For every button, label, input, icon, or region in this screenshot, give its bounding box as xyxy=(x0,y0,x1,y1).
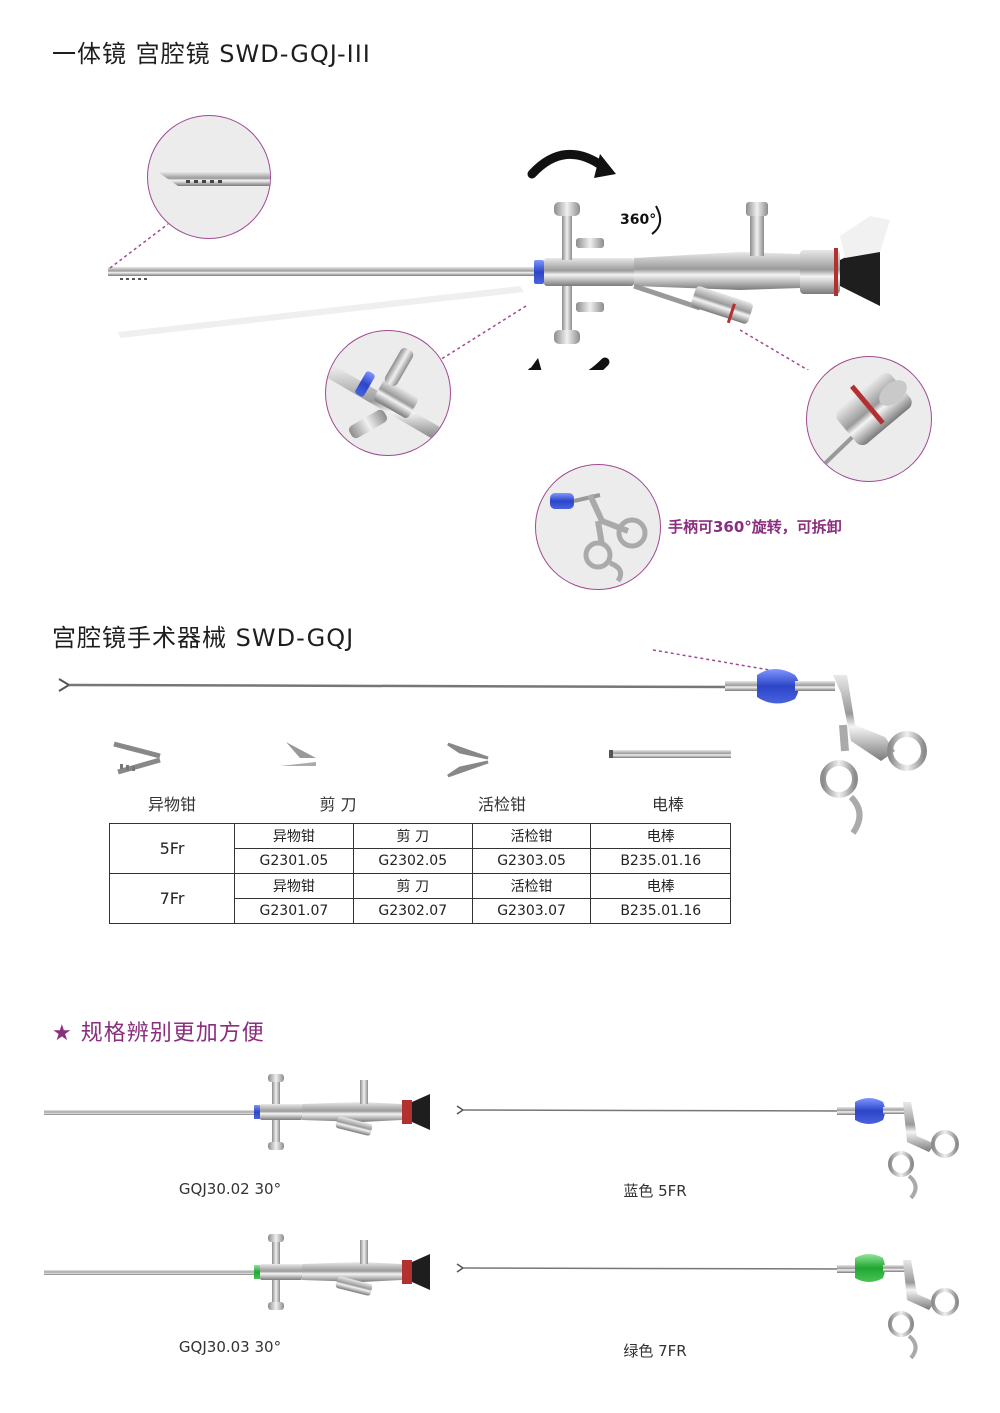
name-cell: 剪 刀 xyxy=(352,873,473,899)
handle-note: 手柄可360°旋转，可拆卸 xyxy=(668,518,842,536)
caption-scope-gqj3003: GQJ30.03 30° xyxy=(178,1338,282,1356)
instrument-small-green xyxy=(456,1254,959,1360)
code-cell: B235.01.16 xyxy=(590,898,731,924)
detail-circle-light-port xyxy=(806,356,932,482)
biopsy-forceps-tip xyxy=(447,742,566,778)
detail-circle-tip xyxy=(147,115,271,239)
detail-circle-valve xyxy=(325,330,451,456)
caption-blue-5fr: 蓝色 5FR xyxy=(623,1182,687,1200)
electrode-rod-tip xyxy=(609,750,731,758)
name-cell: 活检钳 xyxy=(471,873,592,899)
code-cell: G2303.07 xyxy=(471,898,592,924)
rotation-label: 360° xyxy=(620,212,657,228)
instrument-small-blue xyxy=(456,1098,959,1200)
caption-green-7fr: 绿色 7FR xyxy=(623,1342,687,1360)
scope-small-blue xyxy=(44,1074,430,1150)
name-cell: 电棒 xyxy=(590,823,731,849)
tool-label-biopsy-forceps: 活检钳 xyxy=(477,795,526,814)
name-cell: 活检钳 xyxy=(471,823,592,849)
code-cell: G2301.07 xyxy=(234,898,354,924)
hysteroscope-illustration xyxy=(108,150,890,370)
section-title-scope: 一体镜 宫腔镜 SWD-GQJ-III xyxy=(52,40,371,68)
table-row: G2301.07 G2302.07 G2303.07 B235.01.16 xyxy=(110,898,731,924)
code-cell: G2302.05 xyxy=(352,848,473,874)
detail-circle-handle xyxy=(535,464,661,590)
size-cell: 7Fr xyxy=(109,873,235,924)
scissors-tip xyxy=(280,742,398,766)
size-cell: 5Fr xyxy=(109,823,235,874)
instrument-illustration xyxy=(58,649,927,835)
caption-scope-gqj3002: GQJ30.02 30° xyxy=(178,1180,282,1198)
spec-table: 5Fr 异物钳 剪 刀 活检钳 电棒 G2301.05 G2302.05 G23… xyxy=(109,823,731,924)
code-cell: G2303.05 xyxy=(471,848,592,874)
name-cell: 异物钳 xyxy=(234,823,354,849)
name-cell: 异物钳 xyxy=(234,873,354,899)
scope-small-green xyxy=(44,1234,430,1310)
tool-label-electrode: 电棒 xyxy=(651,795,684,814)
code-cell: G2302.07 xyxy=(352,898,473,924)
name-cell: 电棒 xyxy=(590,873,731,899)
foreign-body-forceps-tip xyxy=(113,741,234,775)
table-row: G2301.05 G2302.05 G2303.05 B235.01.16 xyxy=(110,848,731,874)
code-cell: B235.01.16 xyxy=(590,848,731,874)
section-title-identification: ★ 规格辨别更加方便 xyxy=(52,1021,265,1046)
code-cell: G2301.05 xyxy=(234,848,354,874)
section-title-instruments: 宫腔镜手术器械 SWD-GQJ xyxy=(52,624,355,652)
tool-label-foreign-body-forceps: 异物钳 xyxy=(147,795,196,814)
table-row: 7Fr 异物钳 剪 刀 活检钳 电棒 xyxy=(109,873,731,924)
table-row: 5Fr 异物钳 剪 刀 活检钳 电棒 xyxy=(109,823,731,874)
tool-label-scissors: 剪 刀 xyxy=(319,795,357,814)
name-cell: 剪 刀 xyxy=(352,823,473,849)
